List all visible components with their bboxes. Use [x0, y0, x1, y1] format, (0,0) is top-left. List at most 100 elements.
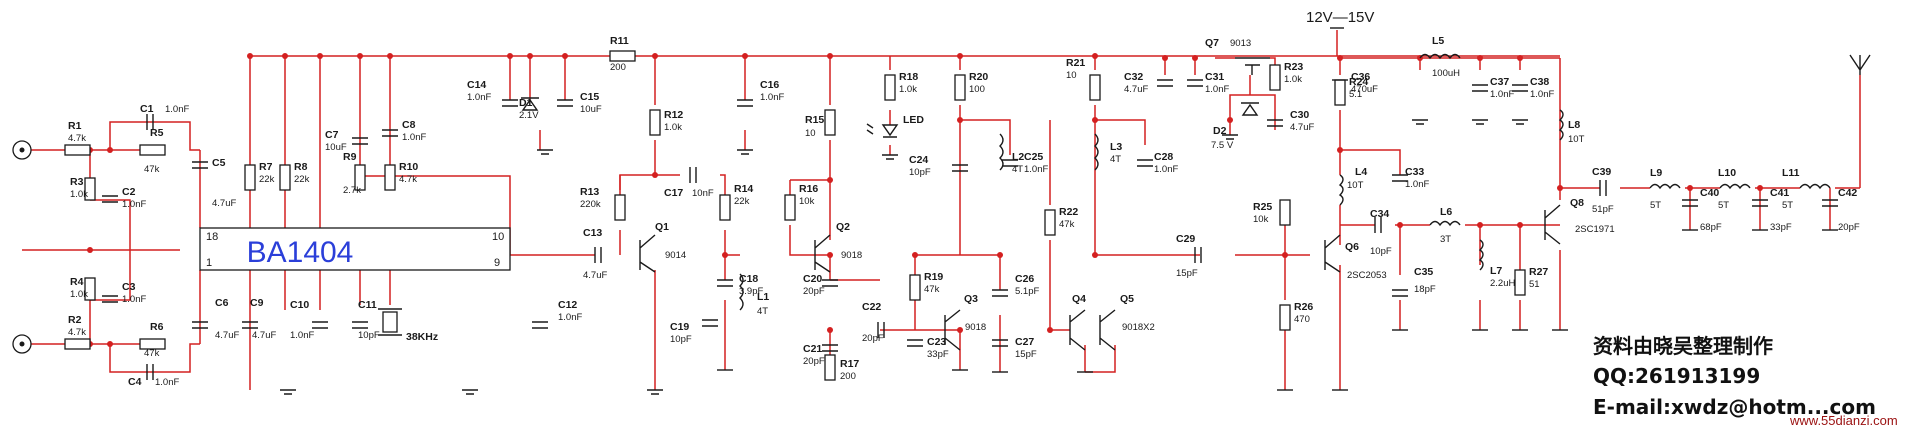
label-r17: R17 [840, 358, 859, 370]
label-r19: R19 [924, 271, 943, 283]
value-c28: 1.0nF [1154, 164, 1178, 175]
capacitor-c11 [352, 321, 368, 329]
transistor-q8 [1544, 204, 1561, 245]
value-l6: 3T [1440, 234, 1451, 245]
value-c20: 20pF [803, 286, 825, 297]
resistor-r23 [1269, 64, 1281, 91]
label-c25: C25 [1024, 151, 1043, 163]
label-c38: C38 [1530, 76, 1549, 88]
resistor-r15 [824, 109, 836, 136]
value-q3: 9018 [965, 322, 986, 333]
value-c14: 1.0nF [467, 92, 491, 103]
label-d2: D2 [1213, 125, 1227, 137]
label-q6: Q6 [1345, 241, 1359, 253]
value-c39: 51pF [1592, 204, 1614, 215]
inductors [739, 53, 1831, 311]
inductor-l5 [1419, 53, 1461, 60]
label-r7: R7 [259, 161, 273, 173]
label-c12: C12 [558, 299, 577, 311]
value-q1: 9014 [665, 250, 686, 261]
value-r24: 5.1 [1349, 89, 1362, 100]
label-c32: C32 [1124, 71, 1143, 83]
label-q3: Q3 [964, 293, 978, 305]
label-r14: R14 [734, 183, 753, 195]
value-r12: 1.0k [664, 122, 682, 133]
value-c1: 1.0nF [165, 104, 189, 115]
label-c13: C13 [583, 227, 602, 239]
label-c8: C8 [402, 119, 416, 131]
value-c13: 4.7uF [583, 270, 607, 281]
label-l4: L4 [1355, 166, 1367, 178]
crystal-38khz: 38KHz [378, 308, 438, 343]
label-q5: Q5 [1120, 293, 1134, 305]
label-d1: D1 [519, 97, 533, 109]
label-r22: R22 [1059, 206, 1078, 218]
value-r14: 22k [734, 196, 750, 207]
value-c11: 10pF [358, 330, 380, 341]
capacitor-c6 [192, 321, 208, 329]
label-l10: L10 [1718, 167, 1736, 179]
capacitor-c30 [1267, 119, 1283, 127]
label-c42: C42 [1838, 187, 1857, 199]
value-c40: 68pF [1700, 222, 1722, 233]
resistor-r7 [244, 164, 256, 191]
label-c14: C14 [467, 79, 486, 91]
label-c22: C22 [862, 301, 881, 313]
value-c5: 4.7uF [212, 198, 236, 209]
label-c5: C5 [212, 157, 226, 169]
label-c2: C2 [122, 186, 136, 198]
value-c38: 1.0nF [1530, 89, 1554, 100]
capacitor-c34 [1374, 217, 1382, 233]
value-r17: 200 [840, 371, 856, 382]
supply-voltage-label: 12V—15V [1306, 9, 1374, 26]
label-r11: R11 [610, 35, 629, 47]
resistor-r25 [1279, 199, 1291, 226]
credit-line-1: 资料由晓吴整理制作 [1593, 334, 1773, 358]
value-c10: 1.0nF [290, 330, 314, 341]
inductor-l11 [1799, 183, 1831, 190]
capacitor-c26 [992, 289, 1008, 297]
value-l2: 4T [1012, 164, 1023, 175]
label-c6: C6 [215, 297, 229, 309]
label-c9: C9 [250, 297, 264, 309]
value-c8: 1.0nF [402, 132, 426, 143]
resistor-r20 [954, 74, 966, 101]
crystal-label: 38KHz [406, 331, 438, 343]
value-r18: 1.0k [899, 84, 917, 95]
resistor-r21 [1089, 74, 1101, 101]
resistor-r26 [1279, 304, 1291, 331]
label-c15: C15 [580, 91, 599, 103]
resistor-r10 [384, 164, 396, 191]
resistor-r11 [609, 50, 636, 62]
label-r9: R9 [343, 151, 357, 163]
capacitor-c24 [952, 164, 968, 172]
value-c26: 5.1pF [1015, 286, 1039, 297]
transistor-q7 [1235, 57, 1270, 75]
capacitor-c41 [1752, 199, 1768, 207]
label-r12: R12 [664, 109, 683, 121]
label-r26: R26 [1294, 301, 1313, 313]
capacitor-c13 [594, 247, 602, 263]
label-l2: L2 [1012, 151, 1024, 163]
resistor-r2 [64, 338, 91, 350]
capacitor-c14 [502, 99, 518, 107]
capacitor-c22 [877, 322, 885, 338]
value-r7: 22k [259, 174, 275, 185]
component-labels: R14.7kR24.7kR31.0kR41.0kR547kR647kR722kR… [68, 35, 1860, 388]
value-l7: 2.2uH [1490, 278, 1515, 289]
value-r5: 47k [144, 164, 160, 175]
label-l1: L1 [757, 291, 769, 303]
label-c37: C37 [1490, 76, 1509, 88]
value-r13: 220k [580, 199, 601, 210]
label-c30: C30 [1290, 109, 1309, 121]
resistor-r6 [139, 338, 166, 350]
resistor-r5 [139, 144, 166, 156]
capacitor-c10 [312, 321, 328, 329]
value-c35: 18pF [1414, 284, 1436, 295]
value-c23: 33pF [927, 349, 949, 360]
label-l11: L11 [1782, 167, 1800, 179]
transistors [639, 57, 1561, 351]
value-r21: 10 [1066, 70, 1077, 81]
transistor-q6 [1324, 234, 1341, 273]
capacitor-c23 [907, 339, 923, 347]
